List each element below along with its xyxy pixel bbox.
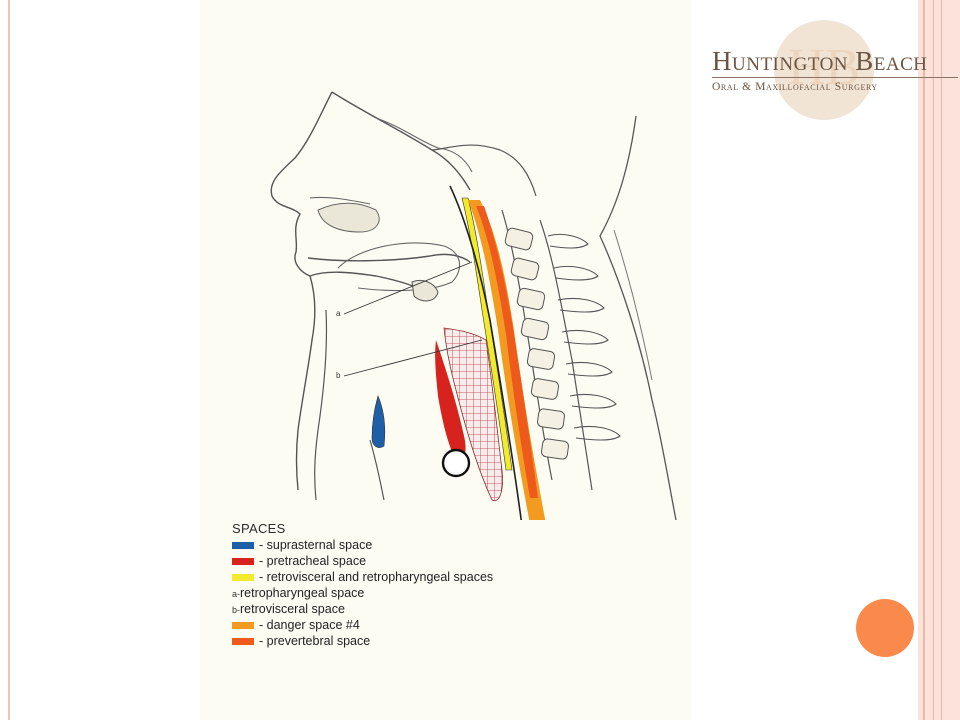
hyoid-bone xyxy=(411,279,439,302)
label-a: a xyxy=(336,309,341,318)
tongue xyxy=(337,242,461,292)
neck-muscle-line xyxy=(613,229,653,381)
legend-prefix: - xyxy=(259,570,264,584)
posterior-neck xyxy=(599,115,677,520)
open-circle-marker xyxy=(441,448,471,478)
legend-label: retropharyngeal space xyxy=(240,586,365,600)
spine-posterior-line xyxy=(539,219,593,491)
legend-swatch xyxy=(232,574,254,581)
posterior-boundary xyxy=(449,185,523,520)
legend-item: - suprasternal space xyxy=(232,537,672,553)
right-accent-line xyxy=(923,0,925,720)
hb-seal: HB xyxy=(774,20,874,120)
legend-prefix: - xyxy=(259,618,264,632)
legend-swatch xyxy=(232,638,254,645)
legend-prefix: b- xyxy=(232,605,241,615)
legend-label: danger space #4 xyxy=(266,618,360,632)
occipital-contour xyxy=(431,144,537,197)
logo-subtitle: Oral & Maxillofacial Surgery xyxy=(712,81,878,93)
right-accent-panel xyxy=(918,0,960,720)
legend-item: - danger space #4 xyxy=(232,617,672,633)
right-accent-line xyxy=(941,0,942,720)
neck-anatomy-drawing xyxy=(270,91,677,520)
hb-monogram: HB xyxy=(787,39,861,96)
pretracheal-space xyxy=(435,340,466,461)
sphenoid-contour xyxy=(375,117,473,173)
right-accent-line xyxy=(933,0,934,720)
legend-prefix: - xyxy=(259,554,264,568)
legend-subitem: a- retropharyngeal space xyxy=(232,585,672,601)
legend-prefix: - xyxy=(259,634,264,648)
skull-outline xyxy=(270,91,333,277)
cranial-base xyxy=(331,91,471,191)
legend-swatch xyxy=(232,542,254,549)
legend-swatch xyxy=(232,622,254,629)
logo-name: Huntington Beach xyxy=(712,46,928,76)
retropharyngeal-space xyxy=(461,197,513,471)
left-border-line xyxy=(8,0,10,720)
legend-subitem: b- retrovisceral space xyxy=(232,601,672,617)
spaces-legend: SPACES - suprasternal space - pretrachea… xyxy=(232,521,672,649)
suprasternal-space xyxy=(371,395,386,448)
orange-circle-decoration xyxy=(856,599,914,657)
label-b: b xyxy=(336,371,341,380)
legend-title: SPACES xyxy=(232,521,286,536)
chin-front xyxy=(295,275,316,491)
nasal-bone xyxy=(309,196,371,205)
legend-label: prevertebral space xyxy=(266,634,371,648)
logo-divider xyxy=(712,77,958,78)
legend-prefix: - xyxy=(259,538,264,552)
neck-front xyxy=(314,309,328,501)
palate xyxy=(307,253,471,263)
spinous-processes xyxy=(547,233,621,441)
legend-label: retrovisceral space xyxy=(240,602,345,616)
neck-spaces-figure: a b SPACES - suprasternal space - pretra… xyxy=(200,0,692,720)
huntington-beach-logo: HB Huntington Beach Oral & Maxillofacial… xyxy=(708,18,960,122)
label-a-leader xyxy=(343,261,473,315)
legend-item: - retrovisceral and retropharyngeal spac… xyxy=(232,569,672,585)
legend-label: pretracheal space xyxy=(266,554,367,568)
label-b-leader xyxy=(343,339,483,377)
legend-label: suprasternal space xyxy=(266,538,373,552)
legend-item: - prevertebral space xyxy=(232,633,672,649)
legend-label: retrovisceral and retropharyngeal spaces xyxy=(266,570,494,584)
prevertebral-space xyxy=(476,206,538,498)
trachea xyxy=(443,327,503,502)
legend-prefix: a- xyxy=(232,589,241,599)
sinus-area xyxy=(317,202,380,233)
mandible xyxy=(309,271,423,291)
legend-item: - pretracheal space xyxy=(232,553,672,569)
legend-swatch xyxy=(232,558,254,565)
cervical-vertebrae xyxy=(504,227,569,460)
sternum-area xyxy=(369,439,385,501)
